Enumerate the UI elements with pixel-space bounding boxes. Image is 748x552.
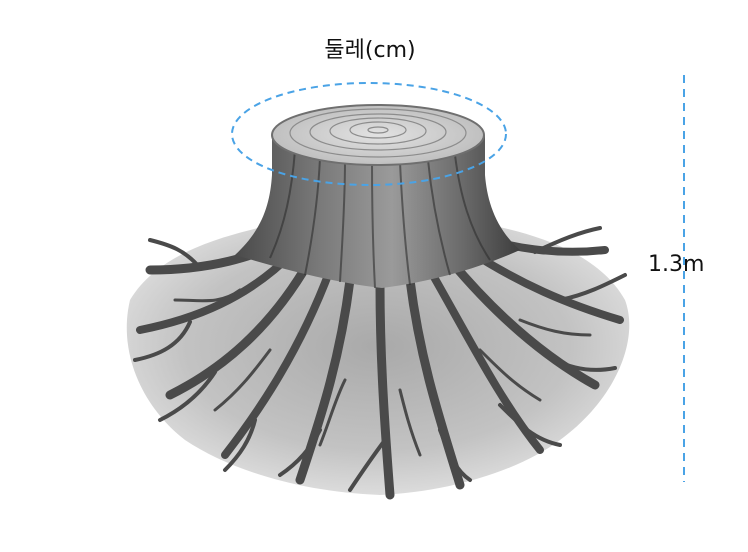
trunk — [235, 135, 520, 288]
bark-texture — [269, 149, 491, 289]
height-label: 1.3m — [648, 252, 705, 277]
stump-top — [271, 104, 485, 166]
roots — [133, 225, 627, 500]
tree-rings — [289, 108, 467, 158]
circumference-dashed-ellipse — [231, 82, 507, 186]
circumference-label: 둘레(cm) — [324, 38, 416, 63]
